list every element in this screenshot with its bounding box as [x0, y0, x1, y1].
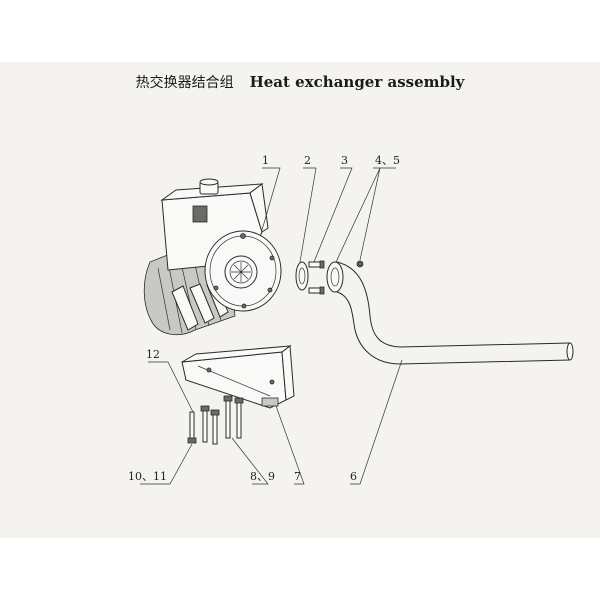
callout-12: 12 — [146, 348, 160, 361]
callout-2: 2 — [304, 154, 311, 167]
callout-7: 7 — [294, 470, 301, 483]
gasket-part — [295, 261, 309, 291]
studs-group — [187, 405, 220, 445]
callout-6: 6 — [350, 470, 357, 483]
callout-3: 3 — [341, 154, 348, 167]
bracket-bolts — [223, 395, 244, 439]
title-english: Heat exchanger assembly — [249, 73, 465, 91]
bolt-part — [308, 260, 325, 295]
callout-8-9: 8、9 — [250, 470, 275, 483]
leader-lines — [140, 167, 403, 485]
heat-exchanger-body — [143, 178, 282, 336]
mounting-bracket — [181, 345, 295, 409]
callout-4-5: 4、5 — [375, 154, 400, 167]
flange-part — [326, 260, 364, 293]
title-chinese: 热交换器结合组 — [135, 75, 234, 91]
callout-10-11: 10、11 — [128, 470, 167, 483]
callout-labels: 1 2 3 4、5 12 10、11 8、9 7 6 — [128, 154, 400, 483]
paper-area — [0, 62, 600, 538]
callout-1: 1 — [262, 154, 269, 167]
page-title: 热交换器结合组 Heat exchanger assembly — [0, 72, 600, 92]
exhaust-pipe — [336, 261, 574, 365]
